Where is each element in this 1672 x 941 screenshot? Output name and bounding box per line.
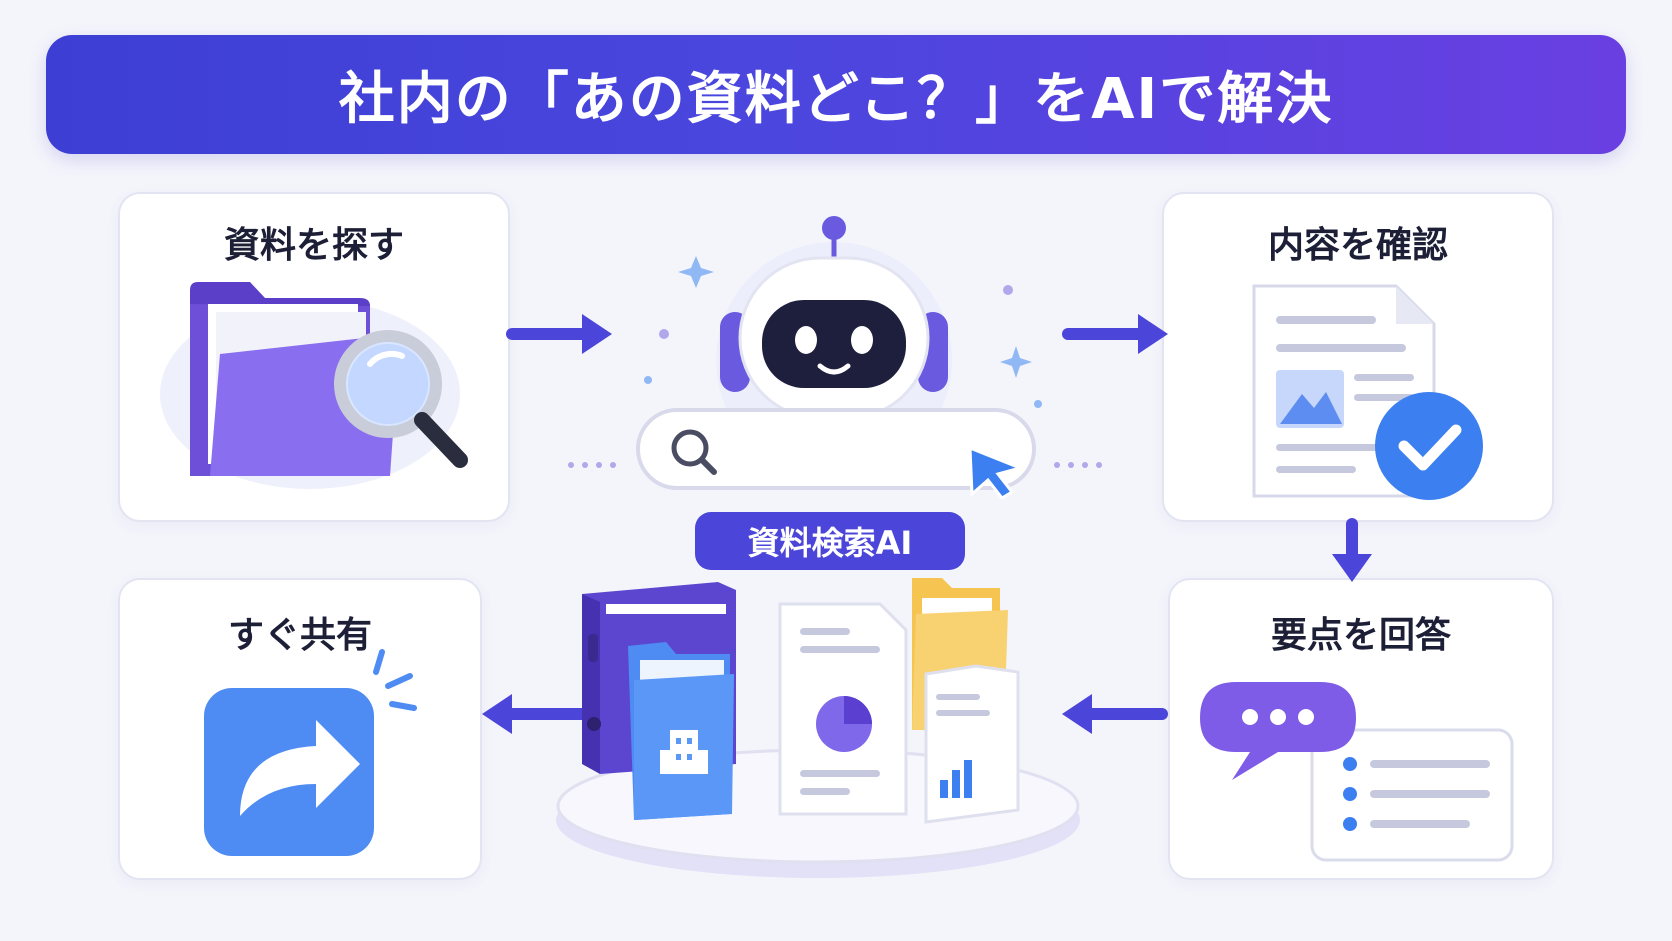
arrow-down-icon [1332,518,1372,582]
arrow-left-icon [1062,694,1168,734]
document-pile-icon [556,578,1080,878]
center-label: 資料検索AI [695,512,965,570]
step-card-share: すぐ共有 [118,578,482,880]
chat-answer-icon [1200,682,1514,862]
document-check-icon [1252,284,1483,500]
search-bar[interactable] [634,406,1044,500]
step-card-answer: 要点を回答 [1168,578,1554,880]
step-card-check: 内容を確認 [1162,192,1554,522]
step-label-answer: 要点を回答 [1270,615,1451,656]
share-icon [204,649,417,856]
dots-decoration [568,462,616,468]
step-label-search: 資料を探す [223,225,404,266]
arrow-right-icon [1062,314,1168,354]
step-label-share: すぐ共有 [227,615,372,656]
arrow-right-icon [506,314,612,354]
step-label-check: 内容を確認 [1267,225,1448,266]
title-banner: 社内の「あの資料どこ？」をAIで解決 [46,35,1626,154]
arrow-left-icon [482,694,588,734]
step-card-search: 資料を探す [118,192,510,522]
folder-search-icon [160,282,468,489]
dots-decoration [1054,462,1102,468]
page-title: 社内の「あの資料どこ？」をAIで解決 [338,67,1334,132]
